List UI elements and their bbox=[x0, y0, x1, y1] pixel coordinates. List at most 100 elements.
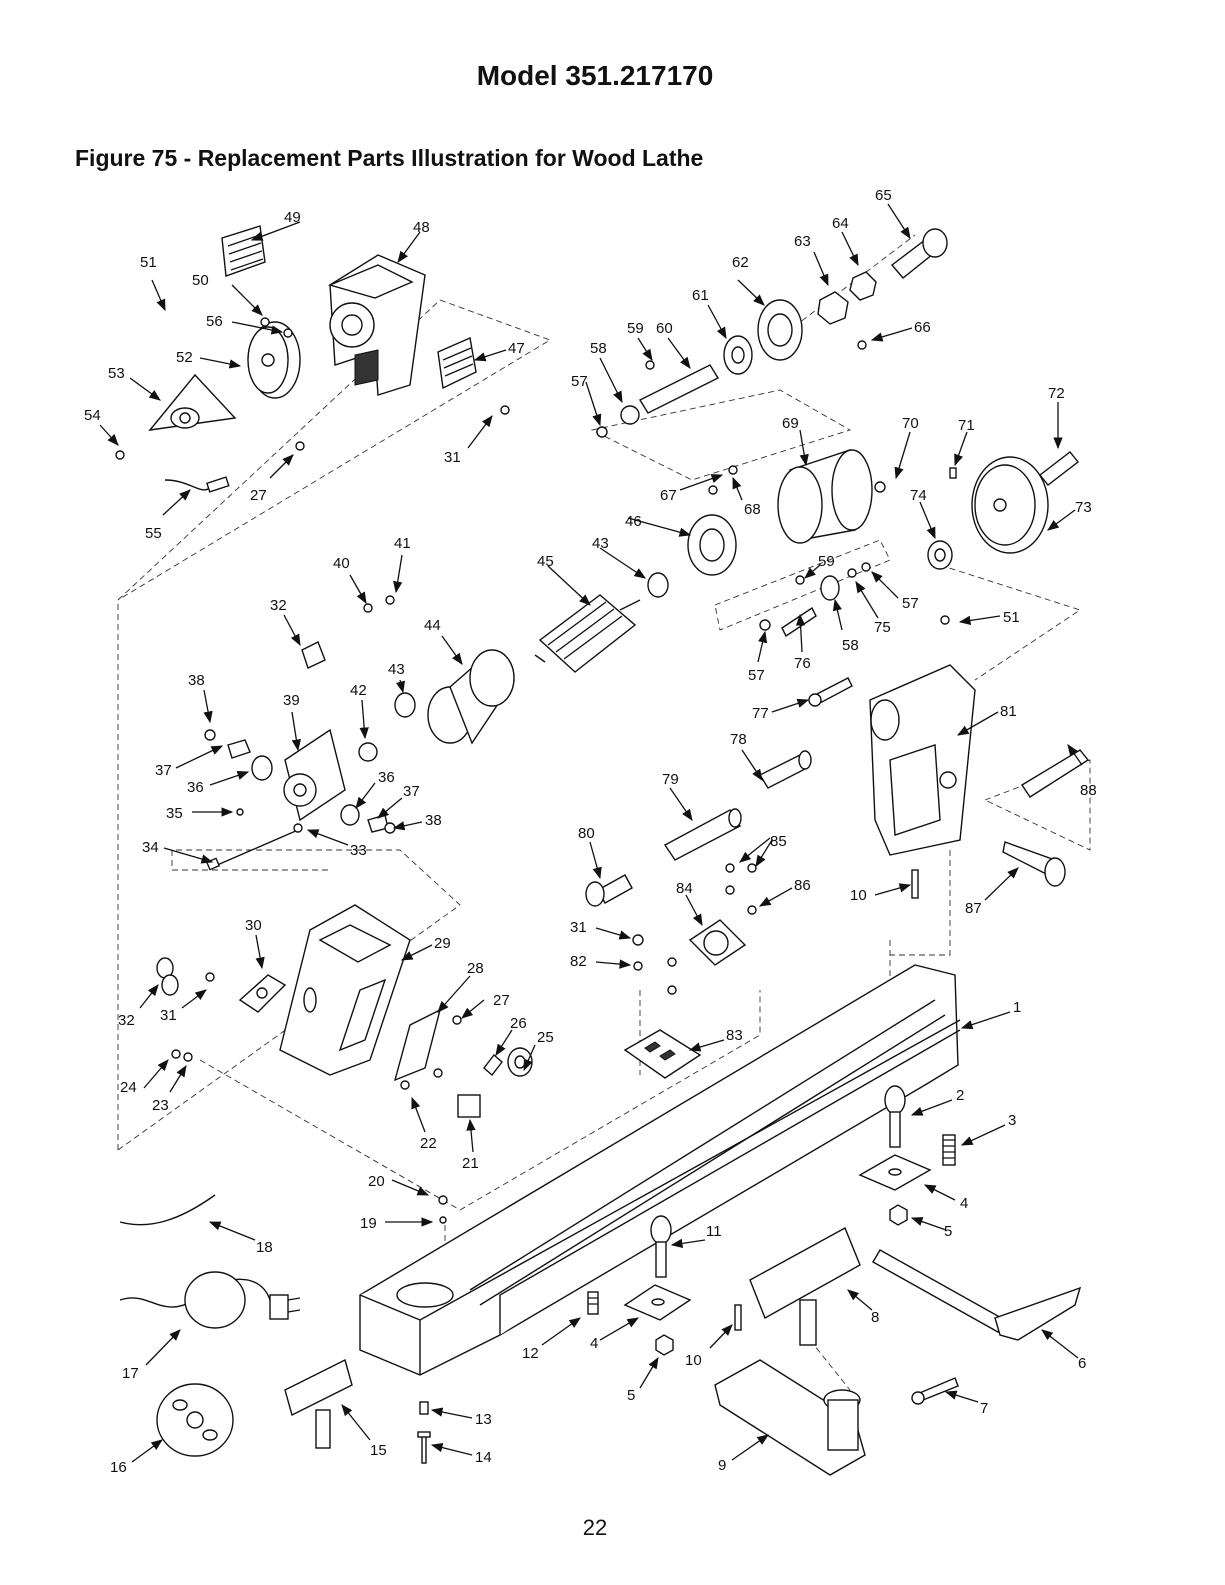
callout-69: 69 bbox=[782, 415, 799, 432]
callout-58: 58 bbox=[590, 340, 607, 357]
callout-65: 65 bbox=[875, 187, 892, 204]
callout-2: 2 bbox=[956, 1087, 964, 1104]
callout-68: 68 bbox=[744, 501, 761, 518]
callout-37: 37 bbox=[155, 762, 172, 779]
callout-55: 55 bbox=[145, 525, 162, 542]
callout-36b: 36 bbox=[378, 769, 395, 786]
callout-42: 42 bbox=[350, 682, 367, 699]
callout-19: 19 bbox=[360, 1215, 377, 1232]
callout-84: 84 bbox=[676, 880, 693, 897]
parts-art bbox=[115, 225, 1090, 1476]
callout-80: 80 bbox=[578, 825, 595, 842]
callout-43b: 43 bbox=[592, 535, 609, 552]
callout-31: 31 bbox=[444, 449, 461, 466]
callout-34: 34 bbox=[142, 839, 159, 856]
callout-37b: 37 bbox=[403, 783, 420, 800]
callout-46: 46 bbox=[625, 513, 642, 530]
callout-53: 53 bbox=[108, 365, 125, 382]
callout-1: 1 bbox=[1013, 999, 1021, 1016]
callout-82: 82 bbox=[570, 953, 587, 970]
callout-57c: 57 bbox=[748, 667, 765, 684]
headstock-stand-icon bbox=[279, 904, 411, 1076]
callout-60: 60 bbox=[656, 320, 673, 337]
callout-13: 13 bbox=[475, 1411, 492, 1428]
callout-18: 18 bbox=[256, 1239, 273, 1256]
callout-3: 3 bbox=[1008, 1112, 1016, 1129]
power-cord-icon bbox=[119, 1271, 301, 1329]
callout-35: 35 bbox=[166, 805, 183, 822]
callout-4b: 4 bbox=[590, 1335, 598, 1352]
gasket-icon bbox=[238, 974, 287, 1013]
callout-15: 15 bbox=[370, 1442, 387, 1459]
callout-40: 40 bbox=[333, 555, 350, 572]
page-number: 22 bbox=[582, 1515, 608, 1540]
callout-28: 28 bbox=[467, 960, 484, 977]
callout-39: 39 bbox=[283, 692, 300, 709]
callout-41: 41 bbox=[394, 535, 411, 552]
callout-70: 70 bbox=[902, 415, 919, 432]
callout-51: 51 bbox=[140, 254, 157, 271]
callout-58b: 58 bbox=[842, 637, 859, 654]
callout-78: 78 bbox=[730, 731, 747, 748]
callout-87: 87 bbox=[965, 900, 982, 917]
callout-51b: 51 bbox=[1003, 609, 1020, 626]
callout-20: 20 bbox=[368, 1173, 385, 1190]
callout-88: 88 bbox=[1080, 782, 1097, 799]
callout-32b: 32 bbox=[118, 1012, 135, 1029]
callout-33: 33 bbox=[350, 842, 367, 859]
callout-72: 72 bbox=[1048, 385, 1065, 402]
faceplate-icon bbox=[156, 1383, 234, 1457]
callout-25: 25 bbox=[537, 1029, 554, 1046]
grille-right-icon bbox=[437, 337, 477, 390]
callout-44: 44 bbox=[424, 617, 441, 634]
circuit-board-icon bbox=[623, 1029, 702, 1079]
callout-86: 86 bbox=[794, 877, 811, 894]
eye-bolt-icon-2 bbox=[650, 1215, 672, 1278]
callout-5: 5 bbox=[944, 1223, 952, 1240]
callout-8: 8 bbox=[871, 1309, 879, 1326]
callout-47: 47 bbox=[508, 340, 525, 357]
callout-48: 48 bbox=[413, 219, 430, 236]
callout-24: 24 bbox=[120, 1079, 137, 1096]
grille-left-icon bbox=[221, 225, 266, 277]
callout-36: 36 bbox=[187, 779, 204, 796]
tailstock-icon bbox=[869, 664, 976, 856]
callout-labels: 1 2 3 4 4 5 5 6 7 8 9 10 10 11 12 13 14 … bbox=[84, 187, 1097, 1476]
callout-85: 85 bbox=[770, 833, 787, 850]
callout-29: 29 bbox=[434, 935, 451, 952]
spindle-housing-icon bbox=[777, 449, 873, 544]
callout-38b: 38 bbox=[425, 812, 442, 829]
lathe-bed-icon bbox=[359, 964, 961, 1376]
callout-30: 30 bbox=[245, 917, 262, 934]
callout-52: 52 bbox=[176, 349, 193, 366]
callout-27b: 27 bbox=[250, 487, 267, 504]
eye-bolt-icon bbox=[884, 1085, 906, 1148]
callout-56: 56 bbox=[206, 313, 223, 330]
callout-83: 83 bbox=[726, 1027, 743, 1044]
end-bell-icon bbox=[283, 728, 346, 822]
callout-66: 66 bbox=[914, 319, 931, 336]
callout-64: 64 bbox=[832, 215, 849, 232]
small-tool-rest-icon bbox=[284, 1358, 353, 1449]
leader-arrows bbox=[99, 203, 1083, 1463]
callout-54: 54 bbox=[84, 407, 101, 424]
callout-12: 12 bbox=[522, 1345, 539, 1362]
callout-21: 21 bbox=[462, 1155, 479, 1172]
callout-23: 23 bbox=[152, 1097, 169, 1114]
callout-22: 22 bbox=[420, 1135, 437, 1152]
mounting-flange-icon bbox=[148, 373, 237, 431]
callout-61: 61 bbox=[692, 287, 709, 304]
callout-5b: 5 bbox=[627, 1387, 635, 1404]
figure-title: Figure 75 - Replacement Parts Illustrati… bbox=[75, 145, 704, 171]
callout-6: 6 bbox=[1078, 1355, 1086, 1372]
callout-4: 4 bbox=[960, 1195, 968, 1212]
tool-rest-base-icon bbox=[714, 1359, 866, 1476]
callout-38: 38 bbox=[188, 672, 205, 689]
callout-31b: 31 bbox=[160, 1007, 177, 1024]
cooling-fan-icon bbox=[688, 919, 747, 966]
callout-59: 59 bbox=[627, 320, 644, 337]
motor-sleeve-icon bbox=[427, 649, 515, 745]
callout-79: 79 bbox=[662, 771, 679, 788]
callout-50: 50 bbox=[192, 272, 209, 289]
